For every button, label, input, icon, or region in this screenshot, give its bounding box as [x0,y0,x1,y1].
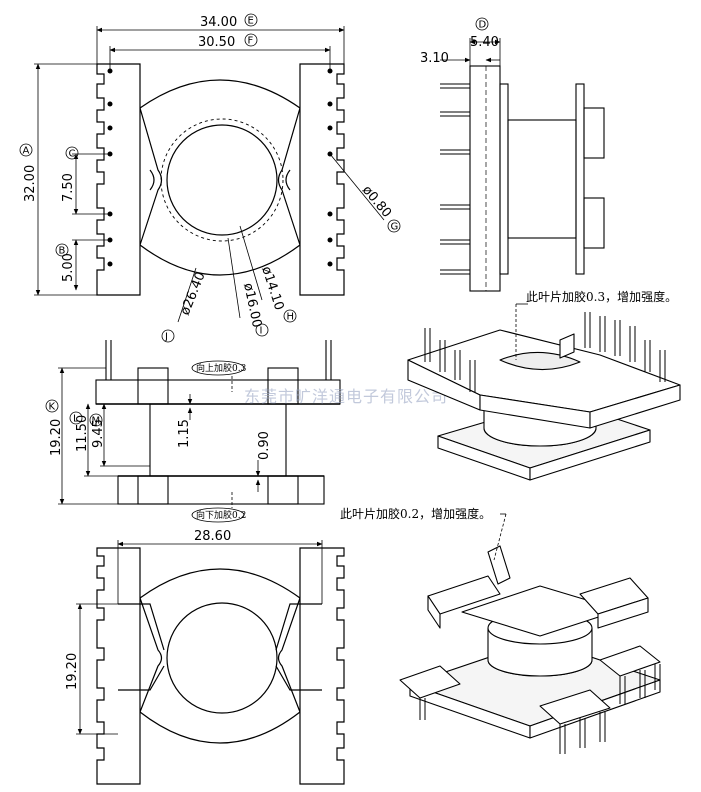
svg-text:K: K [49,402,56,413]
dim-f-value: 30.50 [198,35,235,50]
side-view-dims [440,38,501,84]
isometric-view-lower [399,545,661,754]
dim-310-value: 3.10 [420,51,449,66]
svg-text:F: F [248,36,254,47]
svg-text:H: H [287,312,295,323]
bore-circle [166,124,278,236]
bottom-dim-height: 19.20 [65,653,80,690]
dim-m-value: 9.45 [91,419,106,448]
svg-text:D: D [479,20,487,31]
dim-d-value: 5.40 [470,35,499,50]
dim-l-value: 11.50 [75,415,90,452]
watermark: 东莞市旷洋通电子有限公司 [244,387,448,406]
svg-text:C: C [69,149,76,160]
dim-g-value: ø0.80 [359,183,394,221]
bottom-bore-circle [166,602,278,714]
svg-text:G: G [391,222,399,233]
dim-height-value: 32.00 [23,165,38,202]
dim-e-value: 34.00 [200,15,237,30]
isometric-view-upper [407,312,681,481]
note-upper: 此叶片加胶0.3，增加强度。 [526,289,677,304]
svg-text:I: I [260,326,263,337]
leader-upper [515,303,528,360]
reference-marker-letters: E F A C B G H I J D K L M [23,16,487,427]
top-left-flange [96,63,141,296]
glue-tags: 向上加胶0.3 向下加胶0.2 [191,360,247,523]
dim-h-value: ø14.10 [258,265,286,313]
tag-glue-down: 向下加胶0.2 [196,509,246,521]
top-view [96,63,345,296]
svg-text:B: B [59,246,66,257]
front-view-texts: 19.20 11.50 9.45 1.15 0.90 [49,415,272,460]
top-view-dims [34,26,385,323]
svg-text:L: L [73,414,79,425]
svg-text:A: A [23,146,30,157]
front-view-dims [58,367,261,508]
leader-lower [493,513,507,561]
side-view [440,65,605,292]
dim-c-value: 7.50 [61,173,76,202]
top-right-flange [299,63,345,296]
svg-text:M: M [92,416,101,427]
bottom-view [96,547,345,785]
svg-text:J: J [164,332,168,343]
dim-b-value: 5.00 [61,253,76,282]
bottom-dim-width: 28.60 [194,529,231,544]
svg-text:E: E [248,16,254,27]
dim-i-value: ø16.00 [240,282,264,329]
tag-glue-up: 向上加胶0.3 [196,362,247,374]
front-view [95,340,341,505]
dim-115-value: 1.15 [177,419,192,448]
dim-090-value: 0.90 [257,431,272,460]
bore-dashed-circle [160,118,284,242]
bottom-view-dims [76,540,323,735]
dim-j-value: ø26.40 [178,270,209,318]
dim-k-value: 19.20 [49,419,64,456]
note-lower: 此叶片加胶0.2，增加强度。 [340,506,491,521]
